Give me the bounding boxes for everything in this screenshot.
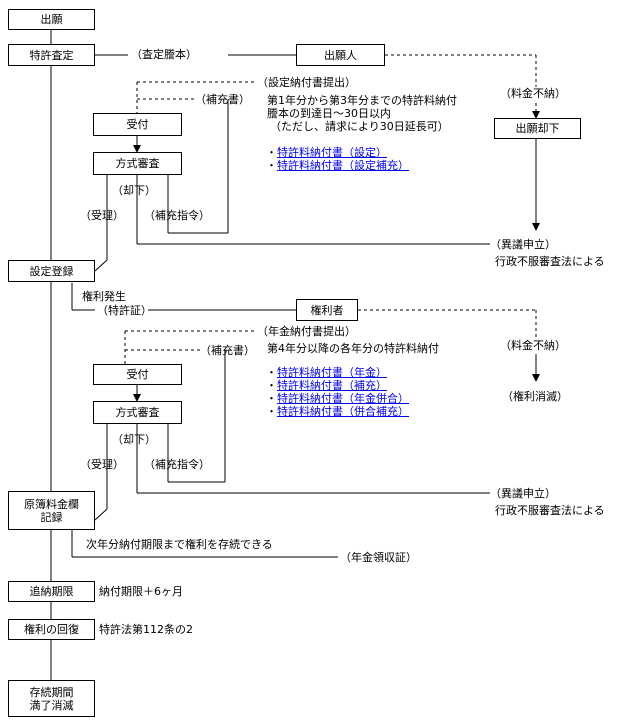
nenkin-ryoshusho-label: （年金領収証） bbox=[340, 551, 417, 564]
nofu-kigen-label: 納付期限＋6ヶ月 bbox=[99, 585, 183, 598]
settei-nofusho-label: （設定納付書提出） bbox=[257, 76, 356, 89]
tokkyo-satei-box: 特許査定 bbox=[8, 44, 95, 66]
nofusho-settei-hoju-link[interactable]: 特許料納付書（設定補充） bbox=[277, 159, 409, 172]
hoju-shirei-label-1: （補充指令） bbox=[144, 209, 210, 222]
hoshiki-shinsa-box-2: 方式審査 bbox=[93, 401, 182, 424]
kenri-hassei-label: 権利発生 bbox=[82, 290, 126, 303]
hoju-shirei-label-2: （補充指令） bbox=[144, 458, 210, 471]
nofusho-nenkin-link[interactable]: 特許料納付書（年金） bbox=[277, 366, 387, 379]
bullet: ・ bbox=[266, 379, 277, 392]
uketsuke-box-1: 受付 bbox=[93, 113, 182, 136]
kenri-kaifuku-box: 権利の回復 bbox=[8, 619, 95, 640]
zokko-label: 次年分納付期限まで権利を存続できる bbox=[86, 538, 273, 551]
igi-moshitate-label-1: （異議申立） bbox=[490, 238, 556, 251]
shutsugan-kyakka-box: 出願却下 bbox=[494, 118, 581, 139]
settei-nofu-line-1: 第1年分から第3年分までの特許料納付 bbox=[267, 94, 457, 107]
bullet: ・ bbox=[266, 366, 277, 379]
nofusho-hoju-link[interactable]: 特許料納付書（補充） bbox=[277, 379, 387, 392]
hojusho-label-2: （補充書） bbox=[200, 344, 255, 357]
shutsuganin-box: 出願人 bbox=[296, 44, 385, 66]
shutsugan-box: 出願 bbox=[8, 9, 95, 30]
hoshiki-shinsa-box-1: 方式審査 bbox=[93, 152, 182, 175]
bullet: ・ bbox=[266, 392, 277, 405]
genbo-ryokin-box: 原簿料金欄 記録 bbox=[8, 491, 95, 530]
nenkin-nofu-line-1: 第4年分以降の各年分の特許料納付 bbox=[267, 342, 439, 355]
kyakka-label-1: （却下） bbox=[112, 184, 156, 197]
igi-moshitate-label-2: （異議申立） bbox=[490, 487, 556, 500]
bullet: ・ bbox=[266, 146, 277, 159]
nofusho-heigo-hoju-link[interactable]: 特許料納付書（併合補充） bbox=[277, 405, 409, 418]
sonzoku-manryo-box: 存続期間 満了消滅 bbox=[8, 680, 95, 717]
gyosei-fufuku-label-2: 行政不服審査法による bbox=[495, 504, 605, 517]
juri-label-1: （受理） bbox=[80, 209, 124, 222]
hojusho-label-1: （補充書） bbox=[195, 93, 250, 106]
settei-nofu-line-2: 謄本の到達日～30日以内 bbox=[267, 107, 391, 120]
settei-nofu-line-3: （ただし、請求により30日延長可） bbox=[270, 120, 449, 133]
bullet: ・ bbox=[266, 405, 277, 418]
tokkyosho-label: （特許証） bbox=[97, 304, 152, 317]
nofusho-settei-link[interactable]: 特許料納付書（設定） bbox=[277, 146, 387, 159]
uketsuke-box-2: 受付 bbox=[93, 364, 182, 385]
satei-tohon-label: （査定謄本） bbox=[131, 48, 197, 61]
settei-toroku-box: 設定登録 bbox=[8, 260, 95, 282]
kenrisha-box: 権利者 bbox=[296, 299, 358, 321]
tsuno-kigen-box: 追納期限 bbox=[8, 581, 95, 602]
gyosei-fufuku-label-1: 行政不服審査法による bbox=[495, 255, 605, 268]
bullet: ・ bbox=[266, 159, 277, 172]
tokkyoho-112-label: 特許法第112条の2 bbox=[99, 623, 193, 636]
kyakka-label-2: （却下） bbox=[112, 433, 156, 446]
ryokin-funo-label-1: （料金不納） bbox=[500, 87, 566, 100]
kenri-shometsu-label: （権利消滅） bbox=[502, 390, 568, 403]
nenkin-nofusho-label: （年金納付書提出） bbox=[257, 325, 356, 338]
juri-label-2: （受理） bbox=[80, 458, 124, 471]
nofusho-nenkin-heigo-link[interactable]: 特許料納付書（年金併合） bbox=[277, 392, 409, 405]
ryokin-funo-label-2: （料金不納） bbox=[500, 339, 566, 352]
